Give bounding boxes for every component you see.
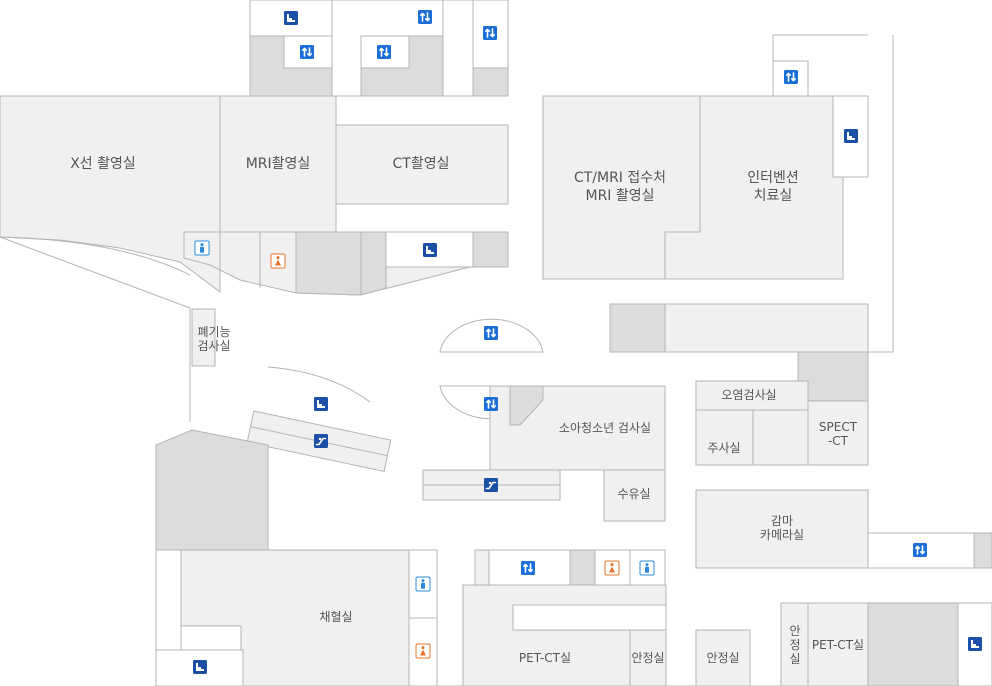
dark-area-left — [155, 429, 269, 551]
male-restroom-icon[interactable] — [194, 240, 210, 256]
petct-right-label: PET-CT실 — [812, 638, 864, 652]
stairs-icon[interactable] — [968, 637, 982, 651]
male-restroom-icon[interactable] — [415, 576, 431, 592]
ct-room-label: CT촬영실 — [393, 156, 450, 172]
contamination-label: 오염검사실 — [721, 388, 776, 402]
elevator-icon[interactable] — [483, 396, 499, 412]
elevator-icon[interactable] — [520, 560, 536, 576]
top-left-block — [249, 0, 509, 97]
nuclear-block — [609, 303, 992, 569]
elevator-icon[interactable] — [417, 9, 433, 25]
petct-left-label: PET-CT실 — [519, 651, 571, 665]
elevator-icon[interactable] — [483, 325, 499, 341]
elevator-icon[interactable] — [482, 25, 498, 41]
ctmri-reception-label-1: CT/MRI 접수처 — [574, 170, 666, 186]
stairs-icon[interactable] — [284, 11, 298, 25]
elevator-icon[interactable] — [912, 542, 928, 558]
nursing-label: 수유실 — [617, 487, 650, 501]
gamma-label-1: 감마 — [771, 514, 793, 528]
female-restroom-icon[interactable] — [604, 560, 620, 576]
ctmri-reception-label-2: MRI 촬영실 — [585, 188, 654, 204]
blood-block — [155, 549, 438, 686]
elevator-icon[interactable] — [299, 44, 315, 60]
escalator-icon[interactable] — [483, 477, 499, 493]
stairs-icon[interactable] — [193, 660, 207, 674]
mri-room-label: MRI촬영실 — [246, 156, 311, 172]
stable-room-label-2: 안정실 — [706, 651, 739, 665]
pulmonary-label-2: 검사실 — [197, 339, 230, 353]
stable-vertical-3: 실 — [789, 652, 800, 666]
stable-vertical-1: 안 — [789, 624, 800, 638]
blood-collection-label: 채혈실 — [319, 610, 352, 624]
stairs-icon[interactable] — [314, 397, 328, 411]
xray-room-label: X선 촬영실 — [70, 156, 136, 172]
elevator-icon[interactable] — [376, 44, 392, 60]
male-restroom-icon[interactable] — [639, 560, 655, 576]
stable-vertical-2: 정 — [789, 638, 800, 652]
escalator-icon[interactable] — [313, 433, 329, 449]
pulmonary-room — [191, 308, 216, 367]
pulmonary-label-1: 폐기능 — [197, 325, 230, 339]
female-restroom-icon[interactable] — [270, 253, 286, 269]
stairs-icon[interactable] — [844, 129, 858, 143]
elevator-icon[interactable] — [783, 69, 799, 85]
intervention-label-2: 치료실 — [754, 188, 793, 204]
imaging-block-right — [542, 34, 894, 353]
pediatric-label: 소아청소년 검사실 — [559, 421, 651, 435]
spect-label-1: SPECT — [819, 420, 858, 434]
female-restroom-icon[interactable] — [415, 643, 431, 659]
stable-room-label-1: 안정실 — [631, 651, 664, 665]
spect-label-2: -CT — [828, 434, 849, 448]
injection-label: 주사실 — [707, 441, 740, 455]
stairs-icon[interactable] — [423, 243, 437, 257]
intervention-label-1: 인터벤션 — [747, 170, 799, 186]
gamma-label-2: 카메라실 — [760, 528, 804, 542]
petct-left-block — [462, 549, 751, 686]
